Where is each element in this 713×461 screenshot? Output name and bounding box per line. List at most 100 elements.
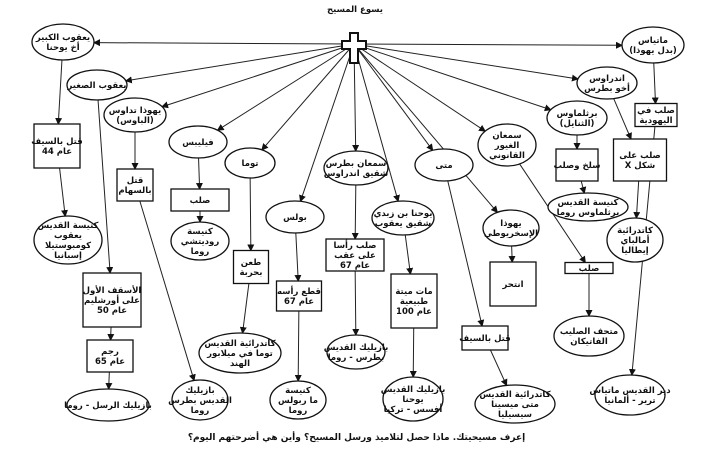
node-label: يوحنا بن زبدي [374, 209, 433, 219]
edge-d_jude-t_jude [139, 200, 196, 382]
node-label: يوحنا [402, 395, 423, 405]
node-label: اندراوس [589, 74, 625, 84]
edge-root-simon [353, 43, 487, 132]
node-label: كنيسة القديس [558, 198, 619, 208]
disciple-node-thomas: توما [224, 147, 276, 179]
node-label: بولس [283, 213, 307, 223]
node-label: الأسقف الأول [83, 285, 142, 296]
node-label: أمالباي [620, 234, 649, 246]
edge-d_matthew-t_matthew [489, 349, 508, 387]
node-label: القانوني [489, 151, 525, 161]
edge-d_john-t_john [409, 327, 417, 379]
node-label: برثلماوس روما [557, 208, 620, 218]
node-label: بازيليك [185, 386, 214, 396]
edge-andrew-d_andrew [613, 98, 632, 140]
node-label: متحف الصليب [560, 327, 618, 337]
edge-thomas-d_thomas [247, 177, 255, 252]
node-label: عام 100 [396, 307, 432, 317]
node-label: ما ربولس [278, 396, 318, 406]
edge-root-jamesG [92, 39, 355, 47]
node-label: كنيسة القديس [38, 221, 99, 231]
edge-paul-d_paul [294, 232, 302, 282]
cross-icon [341, 32, 367, 64]
edge-root-jamesL [124, 43, 355, 84]
node-label: الهند [230, 359, 250, 369]
node-label: روما [191, 406, 210, 416]
edge-john-d_john [404, 234, 414, 275]
node-label: صلب في [637, 106, 675, 116]
node-label: عام 50 [97, 306, 127, 316]
node-label: يعقوب الصغير [67, 81, 127, 91]
node-label: يعقوب الكبير [35, 33, 90, 43]
edge-root-bart [353, 43, 552, 112]
node-label: ترير - ألمانيا [604, 394, 655, 406]
node-label: بحربة [240, 268, 263, 278]
node-label: عام 44 [42, 147, 72, 157]
node-label: مات ميتة [395, 287, 432, 297]
node-label: روما [191, 247, 210, 257]
caption: إعرف مسيحيتك. ماذا حصل لتلاميذ ورسل المس… [187, 433, 526, 443]
node-label: بالسهام [118, 186, 151, 196]
node-label: طبيعية [400, 297, 428, 307]
node-label: بازيليك القديس [381, 385, 446, 395]
edge-d_jamesG-t_jamesG [59, 167, 68, 218]
edge-jamesL-d_jamesL1 [97, 99, 114, 274]
node-label: شقيق اندراوس [324, 169, 388, 179]
node-label: سيسيليا [498, 410, 532, 420]
node-label: عام 67 [340, 261, 370, 271]
node-label: برثلماوس [556, 109, 597, 119]
edge-jamesG-d_jamesG [55, 59, 63, 125]
disciple-node-jude: يهوذا تداوس(الباوس) [103, 97, 167, 133]
node-label: عام 65 [95, 357, 125, 367]
edge-root-thomas [261, 43, 355, 151]
node-label: توما في ميلابور [206, 349, 273, 359]
disciple-node-matthias: ماتياس(بدل يهوذا) [621, 26, 685, 64]
node-label: الغيور [494, 141, 520, 151]
node-label: بطرس - روما [328, 353, 385, 363]
node-label: كاتدرائية القديس [479, 390, 550, 400]
node-label: فيليبس [182, 138, 213, 148]
edge-root-matthew [353, 43, 434, 152]
root-label: يسوع المسيح [327, 5, 383, 15]
node-label: طعن [241, 258, 261, 268]
node-label: إيطاليا [621, 246, 649, 256]
node-label: كنيسة [285, 386, 311, 396]
disciple-node-paul: بولس [265, 200, 325, 234]
node-label: انتحر [502, 280, 524, 290]
node-label: روديتشي [181, 237, 220, 247]
fate-box-d_philip: صلب [170, 188, 230, 212]
edge-matthew-d_matthew [447, 180, 485, 327]
node-label: صلب [579, 264, 600, 274]
node-label: قتل بالسيف [459, 334, 510, 344]
node-label: كنيسة [187, 227, 213, 237]
node-label: متى ميسينا [491, 400, 539, 410]
edge-d_jamesL2-t_jamesL [105, 371, 113, 391]
node-label: (الثنايل) [560, 119, 595, 129]
node-label: عام 67 [284, 297, 314, 307]
node-label: قطع رأسه [277, 285, 321, 297]
node-label: سلخ وصلب [554, 161, 601, 171]
edge-root-philip [216, 43, 355, 131]
node-label: يهوذا [500, 219, 521, 229]
edge-root-andrew [353, 43, 579, 82]
node-label: رجم [101, 347, 119, 357]
edge-d_andrew-t_andrew [633, 180, 641, 220]
node-label: أخو بطرس [584, 82, 630, 94]
node-label: قتل [127, 176, 144, 186]
disciple-node-matthew: متى [414, 148, 474, 182]
edge-root-john [353, 43, 400, 203]
